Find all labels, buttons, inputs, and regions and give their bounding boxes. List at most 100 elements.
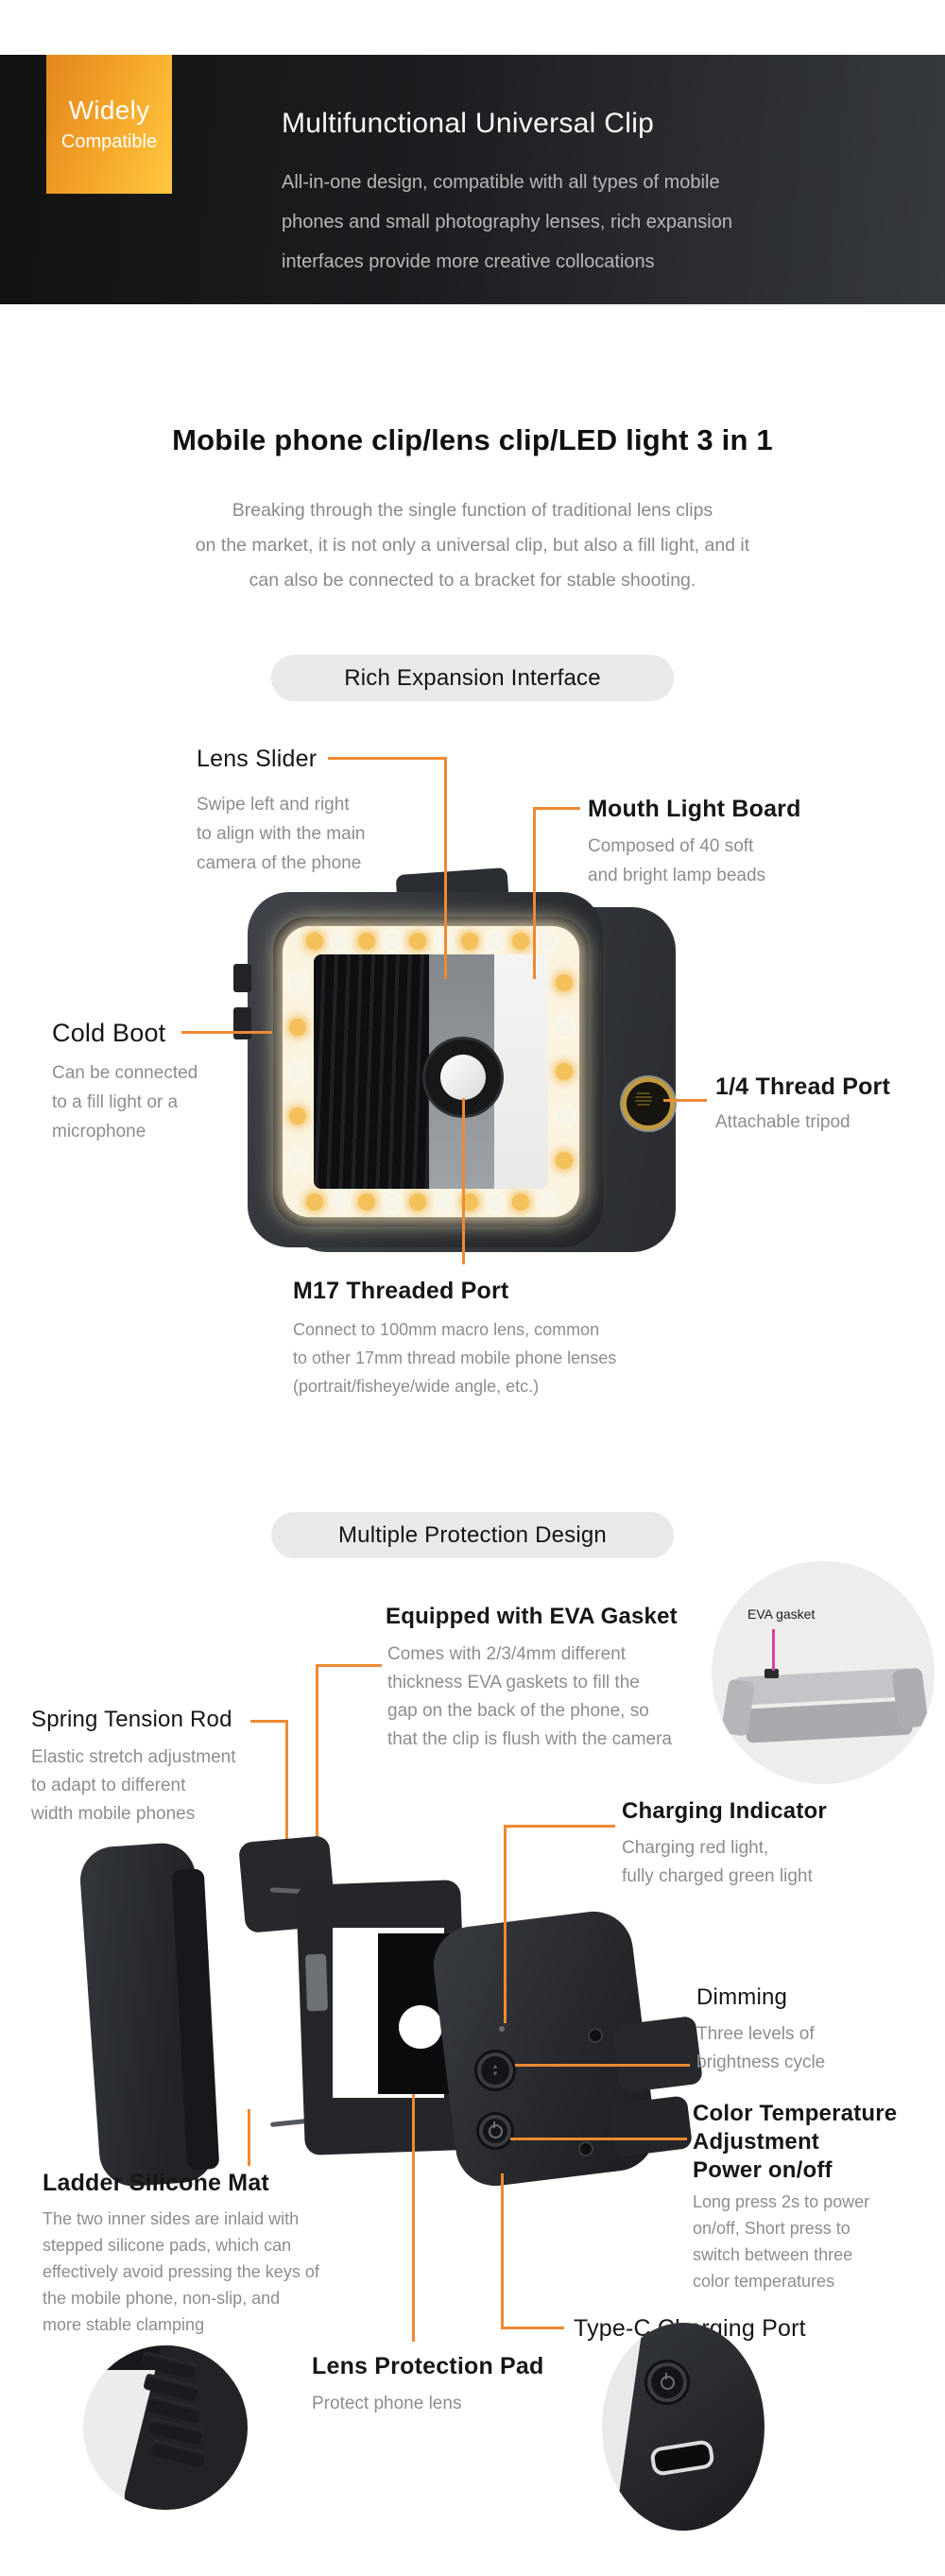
side-rail xyxy=(611,2015,704,2094)
lens-opening xyxy=(399,2005,442,2049)
led-bead xyxy=(556,1152,573,1169)
lens-slider-title: Lens Slider xyxy=(197,746,318,772)
interior-light xyxy=(493,954,548,1189)
charging-indicator-desc-line: Charging red light, xyxy=(622,1838,769,1858)
led-bead xyxy=(512,933,530,950)
eva-gasket-mark xyxy=(765,1669,779,1678)
color-temp-desc: Long press 2s to power on/off, Short pre… xyxy=(693,2189,869,2294)
power-icon xyxy=(660,2372,675,2390)
dimming-button: ▲▼ xyxy=(477,2052,513,2088)
led-bead xyxy=(409,933,427,950)
callout-line-mouth-light-board xyxy=(533,807,536,979)
lens-slider-desc-line: Swipe left and right xyxy=(197,795,350,815)
callout-line-m17 xyxy=(462,1098,465,1264)
callout-line-eva xyxy=(316,1664,382,1667)
rich-expansion-interface-pill: Rich Expansion Interface xyxy=(271,655,674,701)
color-temp-title: Color Temperature Adjustment Power on/of… xyxy=(693,2100,897,2185)
quarter-thread-title: 1/4 Thread Port xyxy=(715,1073,890,1100)
led-bead xyxy=(487,1194,505,1211)
clip-cross-section xyxy=(891,1667,929,1729)
led-bead xyxy=(289,1108,306,1125)
callout-line-dimming xyxy=(515,2064,690,2067)
callout-line-mouth-light-board xyxy=(533,807,580,810)
callout-line-quarter-thread xyxy=(663,1099,707,1102)
callout-line-spring-rod xyxy=(285,1720,288,1896)
multiple-protection-design-pill: Multiple Protection Design xyxy=(271,1512,674,1558)
led-bead xyxy=(357,933,375,950)
mouth-light-board-desc: Composed of 40 soft and bright lamp bead… xyxy=(588,832,765,890)
mouth-light-board-desc-line: Composed of 40 soft xyxy=(588,836,754,856)
cold-boot-desc-line: Can be connected xyxy=(52,1063,198,1083)
led-bead xyxy=(487,933,505,950)
callout-line-power xyxy=(510,2138,687,2140)
callout-line-typec xyxy=(501,2173,504,2329)
led-bead xyxy=(460,933,478,950)
eva-gasket-label: EVA gasket xyxy=(747,1606,816,1622)
led-bead xyxy=(289,1152,306,1169)
led-bead xyxy=(435,933,453,950)
section1-title: Mobile phone clip/lens clip/LED light 3 … xyxy=(172,423,773,456)
spring-rod-desc-line: Elastic stretch adjustment xyxy=(31,1747,236,1767)
dimming-icon: ▲ xyxy=(491,2062,499,2070)
ladder-mat-desc: The two inner sides are inlaid with step… xyxy=(43,2206,319,2338)
led-bead xyxy=(289,1063,306,1080)
led-bead xyxy=(512,1194,530,1211)
ladder-mat-desc-line: more stable clamping xyxy=(43,2315,205,2334)
eva-gasket-pad xyxy=(304,1953,329,2012)
led-bead xyxy=(332,1194,350,1211)
color-temp-desc-line: Long press 2s to power xyxy=(693,2192,870,2211)
led-bead xyxy=(357,1194,375,1211)
ladder-mat-title: Ladder Silicone Mat xyxy=(43,2170,269,2196)
dimming-icon: ▼ xyxy=(491,2069,499,2078)
cold-boot-desc-line: microphone xyxy=(52,1122,146,1142)
eva-gasket-inset-image: EVA gasket xyxy=(712,1561,935,1784)
section1-subtitle-line: can also be connected to a bracket for s… xyxy=(249,570,696,591)
side-rail xyxy=(609,2095,694,2157)
led-bead xyxy=(435,1194,453,1211)
eva-desc: Comes with 2/3/4mm different thickness E… xyxy=(387,1640,672,1754)
callout-line-ladder-mat xyxy=(248,2109,250,2166)
led-bead xyxy=(556,974,573,991)
screw xyxy=(578,2141,593,2156)
color-temp-title-line: Color Temperature xyxy=(693,2101,898,2126)
power-button xyxy=(647,2362,687,2402)
led-bead xyxy=(383,1194,401,1211)
callout-line-typec xyxy=(501,2327,564,2329)
widely-compatible-badge: Widely Compatible xyxy=(46,55,172,194)
dimming-desc-line: Three levels of xyxy=(696,2024,815,2044)
clip-cross-section xyxy=(735,1668,913,1706)
ladder-mat-desc-line: stepped silicone pads, which can xyxy=(43,2236,292,2255)
dimming-desc-line: brightness cycle xyxy=(696,2052,826,2072)
eva-desc-line: that the clip is flush with the camera xyxy=(387,1729,672,1749)
power-button xyxy=(479,2115,511,2147)
lens-pad-title: Lens Protection Pad xyxy=(312,2353,544,2379)
led-bead xyxy=(332,933,350,950)
led-bead xyxy=(409,1194,427,1211)
lens-pad-desc: Protect phone lens xyxy=(312,2394,462,2413)
callout-line-spring-rod xyxy=(250,1720,288,1723)
stepped-silicone-pad xyxy=(119,2345,248,2510)
badge-line1: Widely xyxy=(68,95,150,125)
m17-desc-line: (portrait/fisheye/wide angle, etc.) xyxy=(293,1377,540,1396)
led-bead xyxy=(306,933,323,950)
header-description: All-in-one design, compatible with all t… xyxy=(282,163,732,282)
callout-line-lens-pad xyxy=(412,2094,415,2342)
quarter-thread-port-threads xyxy=(635,1091,652,1108)
header-desc-line: interfaces provide more creative colloca… xyxy=(282,251,655,272)
cold-boot-title: Cold Boot xyxy=(52,1019,166,1047)
led-bead xyxy=(538,933,556,950)
led-bead xyxy=(289,974,306,991)
led-bead xyxy=(556,1108,573,1125)
led-bead xyxy=(306,1194,323,1211)
callout-line-cold-boot xyxy=(181,1031,272,1034)
typec-inset-image xyxy=(602,2323,765,2531)
power-onoff-title-line: Power on/off xyxy=(693,2157,833,2183)
lens-slider-desc-line: camera of the phone xyxy=(197,853,362,873)
eva-title: Equipped with EVA Gasket xyxy=(386,1604,678,1629)
cold-shoe-tab xyxy=(233,964,251,992)
color-temp-desc-line: color temperatures xyxy=(693,2272,835,2291)
mouth-light-board-desc-line: and bright lamp beads xyxy=(588,866,766,885)
spring-rod-desc: Elastic stretch adjustment to adapt to d… xyxy=(31,1743,235,1829)
eva-gasket-pointer-line xyxy=(772,1629,775,1671)
cold-shoe-tab xyxy=(233,1007,251,1039)
